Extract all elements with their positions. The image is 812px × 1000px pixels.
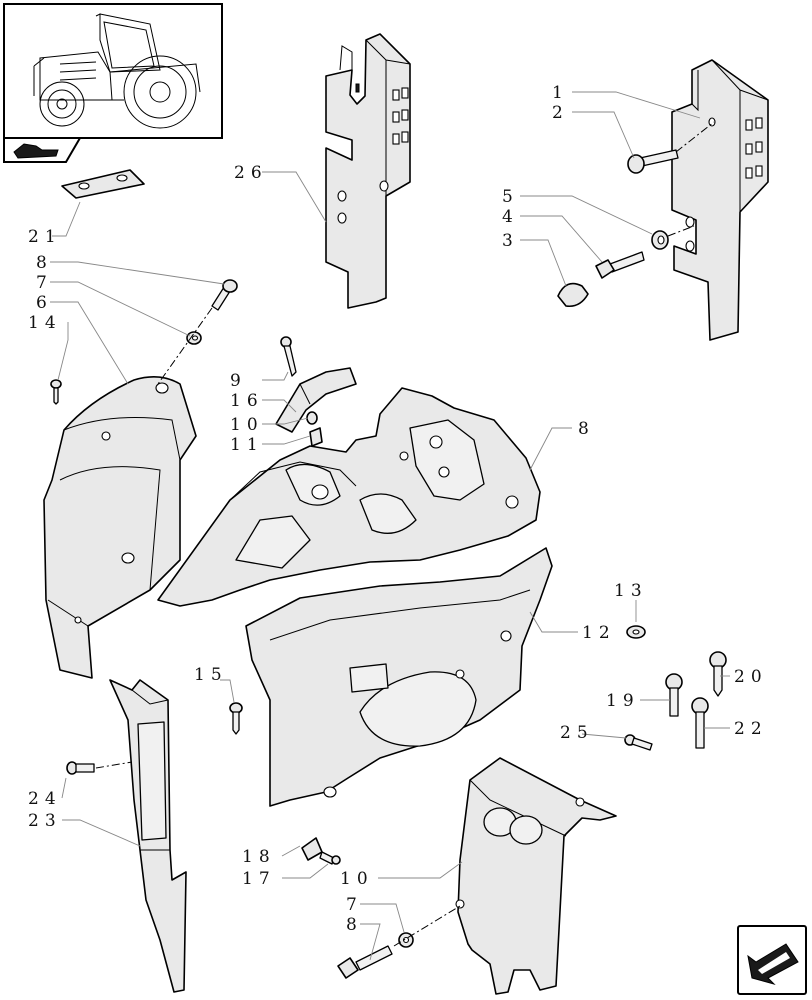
callout-8-upper[interactable]: 8 (36, 253, 53, 273)
callout-9-label[interactable]: 8 (578, 419, 595, 439)
callout-labels: 26 1 2 5 4 3 21 8 7 6 14 9 16 10 11 9 8 … (28, 83, 768, 915)
callout-22[interactable]: 20 (734, 667, 768, 687)
next-page-arrow-icon[interactable] (737, 925, 807, 995)
bracket-part-28 (325, 33, 411, 309)
axis-line (157, 307, 213, 385)
pillar-trim-part-25 (109, 679, 187, 993)
plate-part-23 (61, 169, 145, 199)
screw-part-27 (624, 734, 653, 751)
bolt-part-24 (691, 697, 709, 749)
bolt-part-4 (595, 251, 645, 279)
cover-part-6 (43, 376, 197, 679)
leader-lines (50, 91, 730, 961)
callout-7-lower[interactable]: 7 (346, 895, 363, 915)
washer-part-5 (651, 230, 669, 250)
clip-part-20 (301, 837, 323, 861)
callout-5[interactable]: 5 (502, 187, 519, 207)
callout-14[interactable]: 12 (582, 623, 616, 643)
callout-19[interactable]: 17 (242, 869, 276, 889)
callout-3[interactable]: 3 (502, 231, 519, 251)
callout-11[interactable]: 9 (230, 371, 247, 391)
screw-part-17 (229, 702, 243, 735)
callout-16[interactable]: 14 (28, 313, 62, 333)
callout-27[interactable]: 25 (560, 723, 594, 743)
cab-section-icon[interactable] (3, 137, 82, 163)
callout-10-visible[interactable]: 10 (340, 869, 374, 889)
axis-line (667, 225, 695, 237)
callout-21[interactable]: 19 (606, 691, 640, 711)
bolt-part-8-upper (211, 279, 238, 311)
screw-part-2 (627, 149, 679, 174)
callout-13[interactable]: 11 (230, 435, 264, 455)
cap-part-3 (557, 282, 589, 308)
callout-12[interactable]: 10 (230, 415, 264, 435)
callout-23[interactable]: 21 (28, 227, 62, 247)
tractor-thumbnail-icon[interactable] (3, 3, 223, 139)
callout-1[interactable]: 1 (552, 83, 569, 103)
screw-part-19 (319, 851, 341, 865)
screw-part-16 (50, 379, 62, 405)
bracket-part-11 (275, 367, 357, 433)
callout-25[interactable]: 23 (28, 811, 62, 831)
washer-part-7-upper (186, 331, 202, 345)
callout-8-lower-visible[interactable]: 8 (346, 915, 363, 935)
trim-panel-part-9 (157, 387, 541, 607)
callout-28[interactable]: 26 (234, 163, 268, 183)
washer-part-7-lower (398, 932, 414, 948)
clip-part-12 (306, 411, 318, 425)
callout-26[interactable]: 24 (28, 789, 62, 809)
callout-4[interactable]: 4 (502, 207, 519, 227)
callout-15[interactable]: 13 (614, 581, 648, 601)
callout-17[interactable]: 15 (194, 665, 228, 685)
callout-18[interactable]: 16 (230, 391, 264, 411)
screw-part-26 (66, 761, 95, 775)
callout-20[interactable]: 18 (242, 847, 276, 867)
washer-part-15 (626, 625, 646, 639)
callout-24[interactable]: 22 (734, 719, 768, 739)
axis-line (393, 905, 461, 947)
bracket-part-10 (455, 757, 617, 995)
spacer-part-13 (309, 427, 323, 447)
bracket-part-1 (671, 59, 769, 341)
screw-part-22 (709, 651, 727, 697)
screw-part-11 (280, 336, 297, 377)
callout-6[interactable]: 6 (36, 293, 53, 313)
callout-7-upper[interactable]: 7 (36, 273, 53, 293)
screw-part-21 (665, 673, 683, 717)
panel-part-14 (245, 547, 553, 807)
axis-line (95, 761, 133, 769)
bolt-part-8-lower (337, 945, 393, 979)
callout-2[interactable]: 2 (552, 103, 569, 123)
